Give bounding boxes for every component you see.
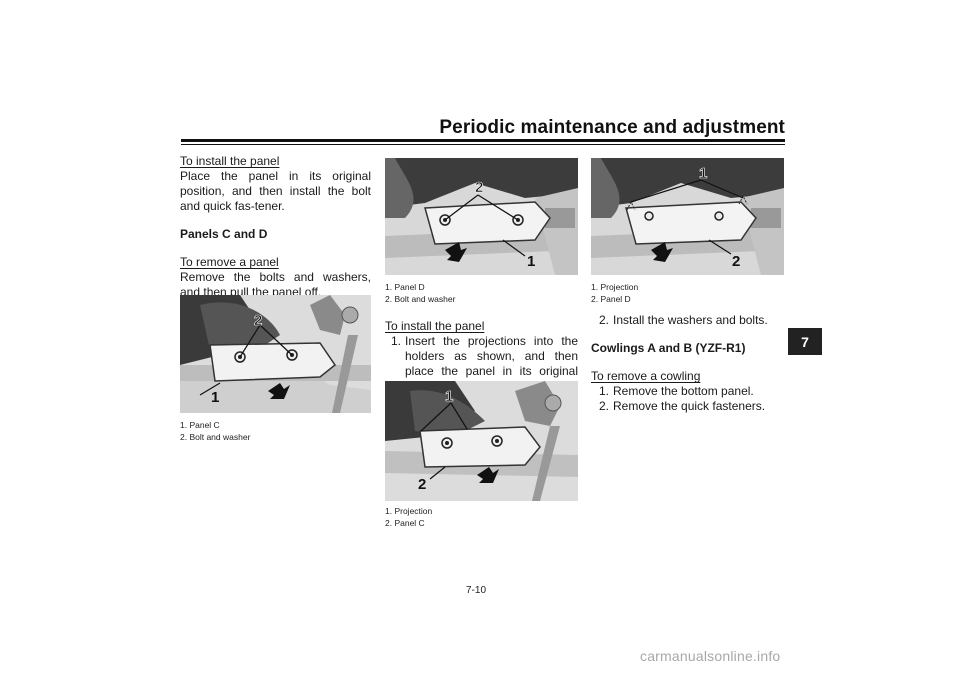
- callout-1: 1: [211, 389, 219, 406]
- caption-line: 2. Bolt and washer: [180, 432, 251, 442]
- callout-1: 1: [527, 253, 535, 270]
- step-item: 2. Remove the quick fasteners.: [599, 399, 784, 414]
- watermark: carmanualsonline.info: [640, 648, 781, 664]
- column-1: To install the panel Place the panel in …: [180, 154, 371, 300]
- page-title: Periodic maintenance and adjustment: [439, 117, 785, 138]
- step-text: Remove the bottom panel.: [613, 384, 754, 398]
- paragraph: Place the panel in its original position…: [180, 169, 371, 213]
- callout-2: 2: [475, 179, 483, 196]
- step-text: Install the washers and bolts.: [613, 313, 768, 327]
- step-number: 2.: [599, 399, 610, 413]
- caption-line: 2. Panel C: [385, 518, 425, 528]
- figure-caption: 1. Projection 2. Panel C: [385, 505, 432, 529]
- chapter-tab: 7: [788, 328, 822, 355]
- caption-line: 2. Panel D: [591, 294, 631, 304]
- sub-heading: To remove a cowling: [591, 369, 701, 383]
- caption-line: 1. Projection: [591, 282, 639, 292]
- section-heading: Cowlings A and B (YZF-R1): [591, 341, 746, 355]
- header-rule: [181, 139, 785, 142]
- caption-line: 1. Projection: [385, 506, 433, 516]
- figure-panel-c-remove: 2 1: [180, 295, 371, 413]
- figure-panel-c-install: 1 2: [385, 381, 578, 501]
- figure-panel-d-remove: 2 1: [385, 158, 578, 275]
- sub-heading: To remove a panel: [180, 255, 279, 269]
- header-rule-thin: [181, 144, 785, 145]
- figure-caption: 1. Panel C 2. Bolt and washer: [180, 419, 250, 443]
- figure-caption: 1. Panel D 2. Bolt and washer: [385, 281, 455, 305]
- step-number: 1.: [391, 334, 402, 348]
- sub-heading: To install the panel: [385, 319, 485, 333]
- callout-2: 2: [418, 476, 426, 493]
- section-heading: To install the panel: [180, 154, 280, 168]
- caption-line: 1. Panel C: [180, 420, 220, 430]
- step-number: 2.: [599, 313, 610, 327]
- step-number: 1.: [599, 384, 610, 398]
- step-text: Remove the quick fasteners.: [613, 399, 766, 413]
- page-number: 7-10: [466, 585, 487, 596]
- callout-1: 1: [445, 388, 453, 405]
- caption-line: 1. Panel D: [385, 282, 425, 292]
- callout-2: 2: [254, 312, 262, 329]
- column-3-text: 2. Install the washers and bolts. Cowlin…: [591, 313, 784, 414]
- figure-caption: 1. Projection 2. Panel D: [591, 281, 638, 305]
- section-heading: Panels C and D: [180, 227, 268, 241]
- caption-line: 2. Bolt and washer: [385, 294, 456, 304]
- callout-1: 1: [699, 165, 707, 182]
- step-item: 2. Install the washers and bolts.: [599, 313, 784, 328]
- step-item: 1. Remove the bottom panel.: [599, 384, 784, 399]
- callout-2: 2: [732, 253, 740, 270]
- figure-panel-d-install: 1 2: [591, 158, 784, 275]
